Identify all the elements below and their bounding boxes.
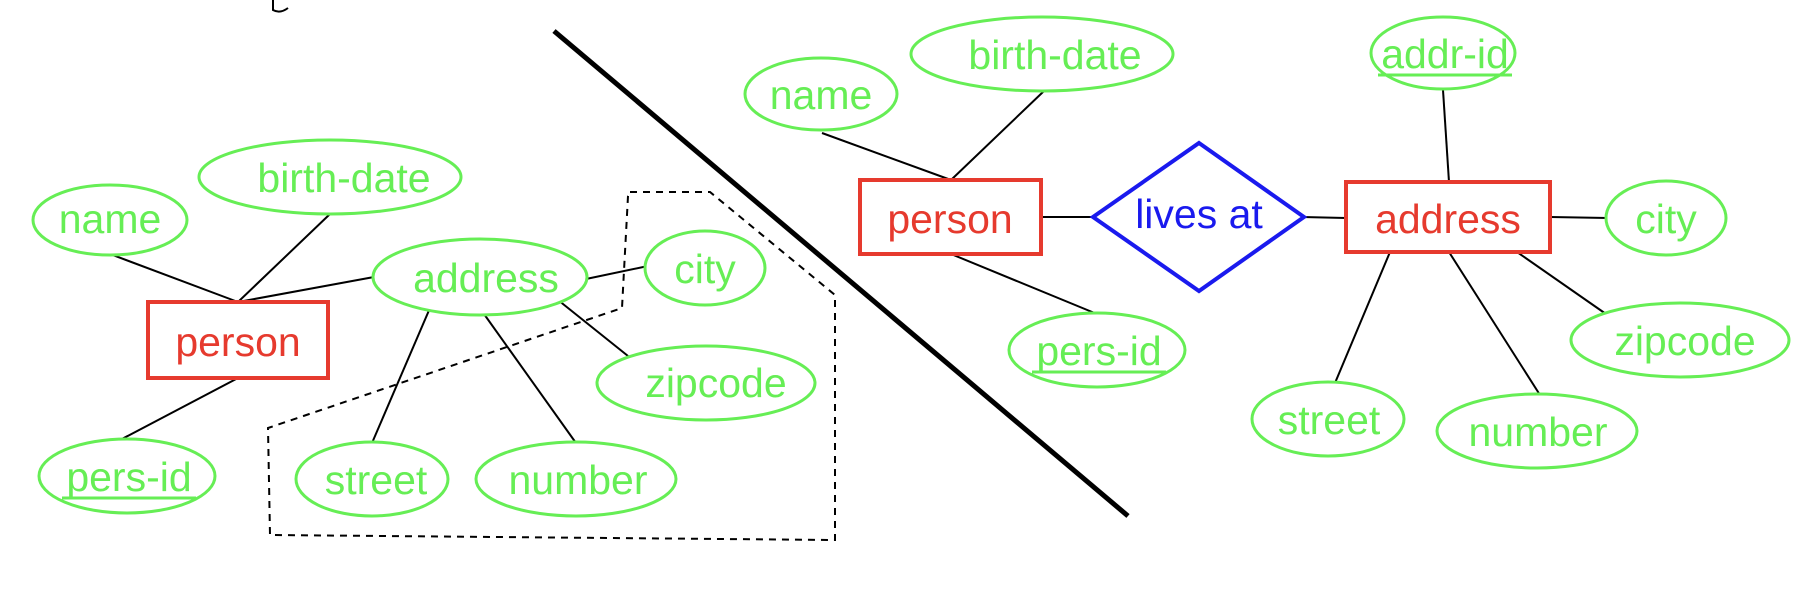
attribute-city: city [643,229,767,307]
attribute-label: address [413,255,559,301]
attribute-label: addr-id [1381,31,1509,77]
connector-line [371,307,431,444]
connector-line [237,213,331,303]
attribute-birth-date: birth-date [197,138,463,216]
relationship-lives-at: lives at [1089,140,1308,294]
relationship-label: lives at [1135,191,1263,237]
connector-line [109,253,239,303]
connector-line [1442,89,1450,183]
attribute-number: number [474,440,678,518]
attribute-zipcode: zipcode [595,344,817,422]
attribute-label: pers-id [66,454,191,500]
attribute-name: name [743,56,899,132]
connector-line [557,299,629,357]
connector-line [950,90,1045,181]
attribute-label: city [674,246,736,292]
entity-label: person [887,196,1012,242]
entity-person: person [858,178,1043,256]
connector-line [119,377,239,441]
attribute-zipcode: zipcode [1569,301,1791,379]
entity-label: person [175,319,300,365]
connector-line [237,276,375,303]
attribute-label: number [1468,409,1607,455]
attribute-label: name [59,196,162,242]
attribute-street: street [1250,380,1406,458]
attribute-pers-id-key: pers-id [1007,311,1187,389]
attribute-label: city [1635,196,1697,242]
entity-address: address [1344,180,1552,254]
attribute-street: street [294,440,450,518]
entity-label: address [1375,196,1521,242]
connector-line [821,132,952,181]
attribute-birth-date: birth-date [909,15,1175,93]
connector-line [950,253,1098,315]
connector-line [1448,251,1541,396]
attribute-label: zipcode [645,360,786,406]
attribute-address: address [371,237,589,317]
attribute-label: number [508,457,647,503]
connector-line [1334,251,1391,384]
attribute-number: number [1435,392,1639,470]
attribute-name: name [31,183,189,257]
right-diagram: name birth-date pers-id addr-id city zip… [743,15,1791,470]
attribute-addr-id-key: addr-id [1369,15,1517,91]
attribute-label: street [1278,397,1381,443]
composite-group-outline [266,191,836,542]
attribute-label: birth-date [968,32,1141,78]
connector-line [1516,251,1607,315]
attribute-city: city [1604,179,1728,257]
left-diagram: name birth-date address city zipcode str… [31,138,836,542]
connector-line [585,265,649,280]
attribute-label: street [325,457,428,503]
connector-line [483,313,577,444]
attribute-label: birth-date [257,155,430,201]
connector-line [1549,216,1609,219]
attribute-label: zipcode [1614,318,1755,364]
connector-line [1301,216,1347,219]
cropped-glyph [272,0,289,13]
divider-line [552,29,1130,518]
attribute-label: name [770,72,873,118]
attribute-pers-id-key: pers-id [37,437,217,515]
entity-person: person [146,300,330,380]
attribute-label: pers-id [1036,328,1161,374]
